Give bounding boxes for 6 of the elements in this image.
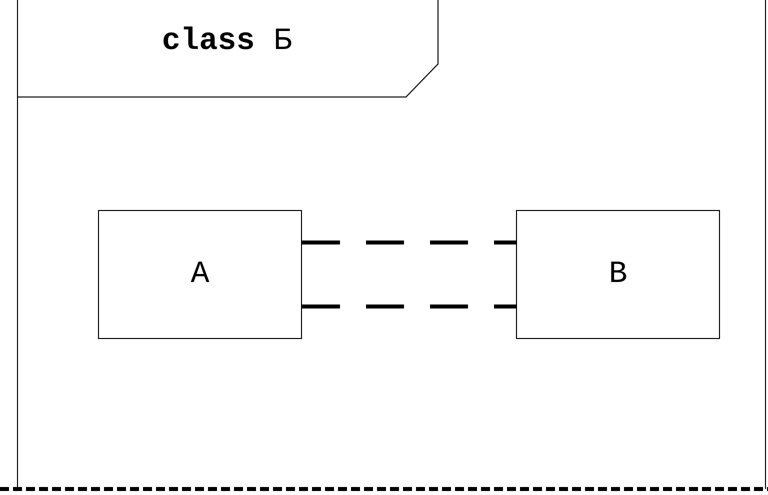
class-box: [516, 210, 720, 339]
class-name: A: [190, 257, 210, 292]
class-frame: [17, 0, 766, 489]
class-box: [98, 210, 302, 339]
frame-title: class Б: [160, 24, 294, 59]
class-name: B: [608, 257, 628, 292]
